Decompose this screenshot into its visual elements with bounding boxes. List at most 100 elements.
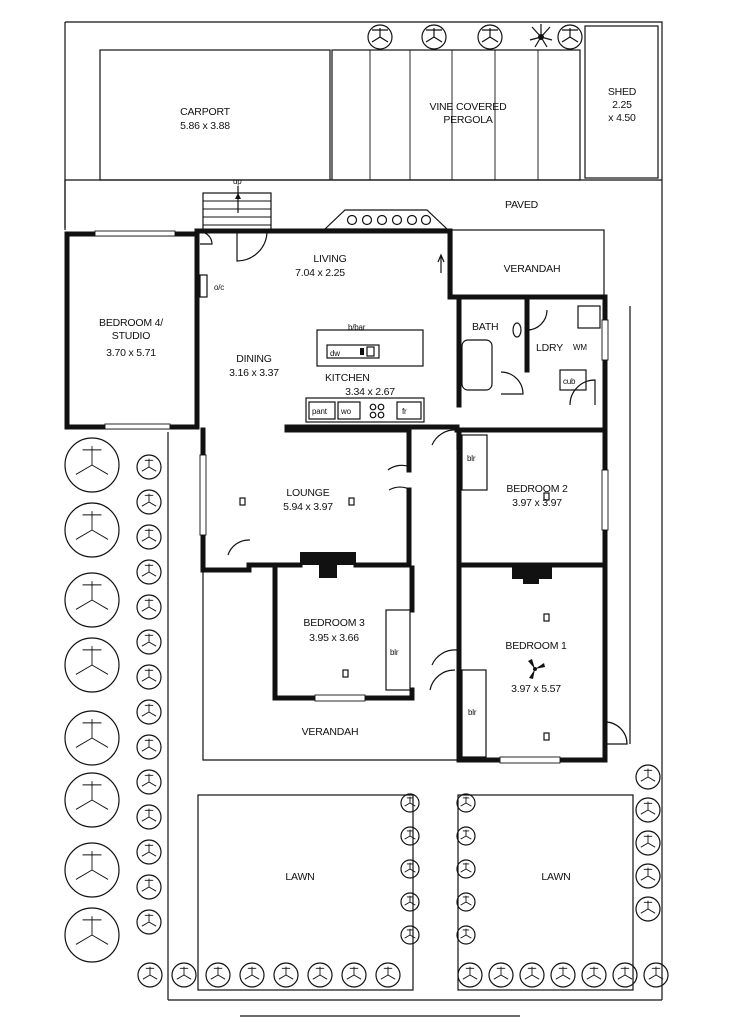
tree-icon: [64, 437, 120, 493]
shrub-icon: [239, 962, 265, 988]
shrub-icon: [136, 804, 162, 830]
shrub-icon: [171, 962, 197, 988]
verandah-top-label: VERANDAH: [504, 263, 561, 275]
shrub-icon: [519, 962, 545, 988]
blr-b2-label: blr: [467, 454, 476, 463]
shed: [584, 25, 659, 179]
tree-icon: [64, 772, 120, 828]
shrub-icon: [136, 559, 162, 585]
dw-label: dw: [330, 349, 340, 358]
shrub-icon: [307, 962, 333, 988]
light-point: [239, 497, 246, 506]
shrub-icon: [456, 859, 476, 879]
paved-label: PAVED: [505, 199, 539, 211]
property-boundary-top: [65, 21, 663, 300]
shrub-icon: [136, 699, 162, 725]
shrub-icon: [136, 734, 162, 760]
blr-b3-label: blr: [390, 648, 399, 657]
shed-size-2: x 4.50: [608, 112, 636, 124]
pantry-label: pant: [312, 407, 328, 416]
shrub-icon: [375, 962, 401, 988]
lawn-right: [457, 794, 634, 991]
bed4-door: [199, 231, 213, 245]
bbar-label: b/bar: [348, 323, 366, 332]
shed-size: 2.25: [612, 99, 632, 111]
shrub-icon: [612, 962, 638, 988]
kitchen-label: KITCHEN: [325, 372, 370, 384]
shrub-icon: [456, 793, 476, 813]
tree-icon: [64, 842, 120, 898]
shrub-icon: [137, 962, 163, 988]
entry-door: [236, 230, 268, 262]
shrub-icon: [341, 962, 367, 988]
shrub-icon: [400, 859, 420, 879]
shrub-icon: [136, 489, 162, 515]
ceiling-fan-icon: [528, 659, 545, 679]
light-point: [543, 732, 550, 741]
shrub-icon: [136, 664, 162, 690]
shrub-icon: [136, 524, 162, 550]
shrub-icon: [136, 769, 162, 795]
lawn-left-label: LAWN: [285, 871, 314, 883]
dining-size: 3.16 x 3.37: [229, 367, 279, 379]
bedroom-1-size: 3.97 x 5.57: [511, 683, 561, 695]
shrub-icon: [400, 826, 420, 846]
shrub-icon: [456, 892, 476, 912]
shrub-icon: [635, 863, 661, 889]
bedroom-2-size: 3.97 x 3.97: [512, 497, 562, 509]
bath-laundry-walls: [456, 294, 601, 408]
shrub-icon: [400, 892, 420, 912]
shrub-icon: [136, 594, 162, 620]
bedroom-2-walls: [456, 434, 608, 568]
shrub-icon: [635, 764, 661, 790]
carport-label: CARPORT: [180, 106, 231, 118]
bedroom-4-walls: [64, 230, 200, 430]
hall-doors: [227, 429, 458, 691]
tree-icon: [557, 24, 583, 50]
bay-window: [323, 209, 449, 230]
shrub-icon: [581, 962, 607, 988]
bedroom-3-size: 3.95 x 3.66: [309, 632, 359, 644]
verandah-bottom-label: VERANDAH: [302, 726, 359, 738]
verandah-door-arrow: [437, 253, 445, 273]
shrub-icon: [136, 874, 162, 900]
shrub-icon: [205, 962, 231, 988]
robe: [199, 274, 208, 298]
living-label: LIVING: [313, 253, 346, 265]
light-point: [543, 613, 550, 622]
bedroom-3-label: BEDROOM 3: [303, 617, 365, 629]
kitchen-size: 3.34 x 2.67: [345, 386, 395, 398]
shrub-icon: [136, 454, 162, 480]
wm-label: WM: [573, 343, 587, 352]
tree-icon: [421, 24, 447, 50]
shrub-icon: [635, 896, 661, 922]
tree-icon: [367, 24, 393, 50]
lounge-label: LOUNGE: [286, 487, 329, 499]
blr-b1-label: blr: [468, 708, 477, 717]
light-point: [543, 492, 550, 501]
tree-icon: [64, 710, 120, 766]
entry-steps: [202, 186, 272, 232]
top-trees: [367, 24, 583, 50]
kitchen-fixtures: [284, 329, 460, 430]
light-point: [348, 497, 355, 506]
bedroom-3-walls: [272, 565, 415, 702]
pergola-label-2: PERGOLA: [443, 114, 493, 126]
lawn-left: [197, 794, 414, 991]
bedroom-1-walls: [461, 567, 552, 758]
bedroom-4-label-2: STUDIO: [112, 330, 151, 342]
shrub-icon: [550, 962, 576, 988]
tree-icon: [64, 637, 120, 693]
side-gate: [604, 721, 628, 745]
shrub-icon: [635, 830, 661, 856]
bedroom-4-label: BEDROOM 4/: [99, 317, 163, 329]
bath-label: BATH: [472, 321, 498, 333]
bedroom-1-label: BEDROOM 1: [505, 640, 567, 652]
dining-label: DINING: [236, 353, 272, 365]
shrub-icon: [635, 797, 661, 823]
oc-label: o/c: [214, 283, 224, 292]
bedroom-4-size: 3.70 x 5.71: [106, 347, 156, 359]
shrub-icon: [136, 909, 162, 935]
tree-icon: [64, 907, 120, 963]
up-label: up: [233, 177, 242, 186]
